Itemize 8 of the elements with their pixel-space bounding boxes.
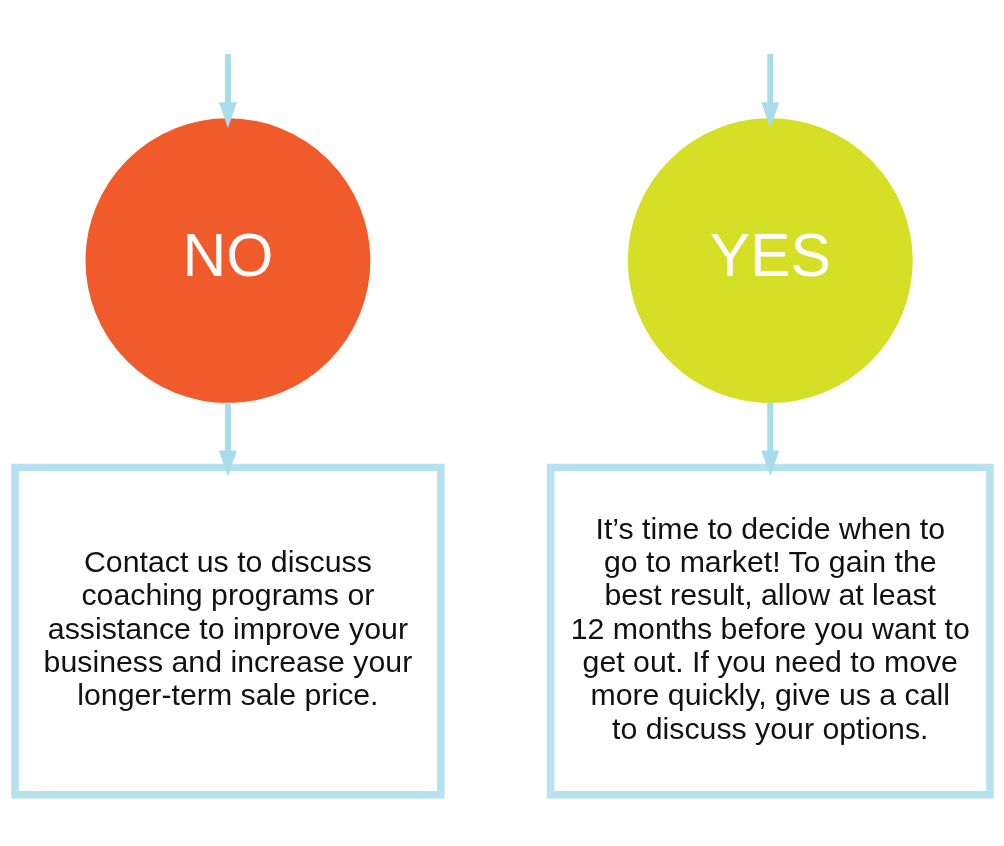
node-box: Contact us to discuss coaching programs or assistance to improve your business and increase your longer-term sale price. [10, 463, 445, 798]
arrow [218, 402, 237, 476]
node-box: It’s time to decide when to go to market! To gain the best result, allow at least 12 months before you want to get out. If you need to move more quickly, give us a call to discuss your options. [546, 463, 994, 798]
arrow [218, 53, 237, 128]
arrow [760, 402, 779, 476]
node-circle: NO [85, 117, 370, 403]
arrow [760, 53, 779, 128]
node-circle: YES [627, 117, 913, 403]
